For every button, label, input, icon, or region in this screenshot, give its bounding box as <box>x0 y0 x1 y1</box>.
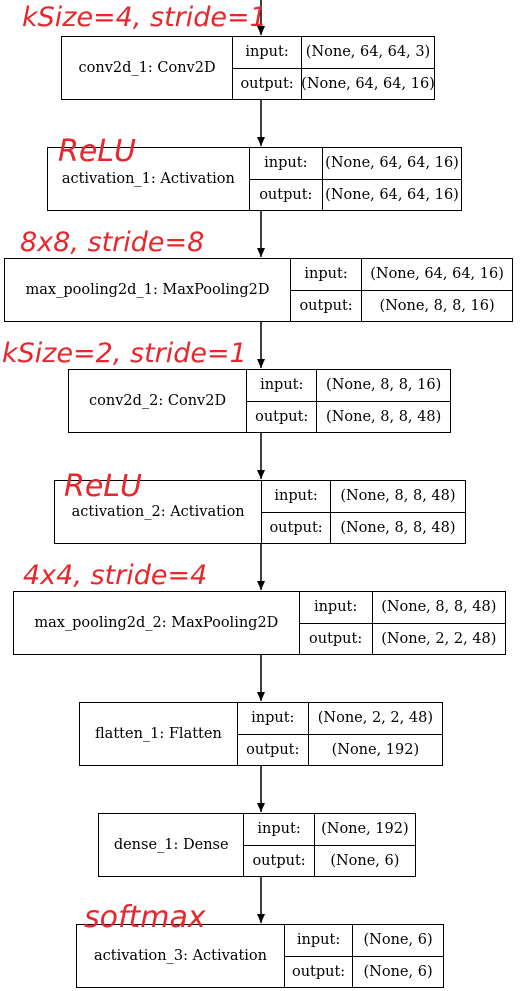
input-shape: (None, 64, 64, 16) <box>362 259 512 291</box>
io-labels: input: output: <box>244 814 315 876</box>
annotation-label: 4x4, stride=4 <box>23 560 208 591</box>
io-shapes: (None, 64, 64, 3) (None, 64, 64, 16) <box>301 37 435 99</box>
input-label: input: <box>247 370 317 402</box>
io-labels: input: output: <box>249 148 323 210</box>
annotation-label: ReLU <box>58 134 136 169</box>
input-shape: (None, 6) <box>353 925 443 957</box>
output-shape: (None, 64, 64, 16) <box>325 186 459 203</box>
io-shapes: (None, 6) (None, 6) <box>353 925 443 987</box>
input-label: input: <box>237 703 308 735</box>
output-label: output: <box>255 408 309 425</box>
input-shape: (None, 8, 8, 48) <box>330 481 465 513</box>
input-shape: (None, 8, 8, 48) <box>372 592 505 624</box>
layer-name: conv2d_1: Conv2D <box>62 37 234 99</box>
input-shape: (None, 192) <box>314 814 415 846</box>
input-label: input: <box>249 148 322 180</box>
io-shapes: (None, 192) (None, 6) <box>314 814 415 876</box>
output-label: output: <box>291 963 346 980</box>
layer-name: max_pooling2d_2: MaxPooling2D <box>14 592 300 654</box>
output-shape: (None, 8, 8, 16) <box>379 297 495 314</box>
io-labels: input: output: <box>285 925 354 987</box>
input-shape: (None, 2, 2, 48) <box>308 703 442 735</box>
input-label: input: <box>262 481 330 513</box>
layer-name: dense_1: Dense <box>99 814 245 876</box>
output-label: output: <box>299 297 353 314</box>
layer-name: activation_3: Activation <box>77 925 286 987</box>
output-label: output: <box>269 519 323 536</box>
io-labels: input: output: <box>233 37 302 99</box>
layer-name: flatten_1: Flatten <box>80 703 238 765</box>
input-label: input: <box>285 925 353 957</box>
io-labels: input: output: <box>247 370 318 432</box>
output-label: output: <box>259 186 313 203</box>
layer-name: activation_1: Activation <box>48 148 250 210</box>
output-label: output: <box>309 630 363 647</box>
layer-name: conv2d_2: Conv2D <box>69 370 248 432</box>
output-label: output: <box>240 75 294 92</box>
annotation-label: ReLU <box>64 469 142 504</box>
input-shape: (None, 64, 64, 3) <box>302 37 434 69</box>
input-label: input: <box>233 37 301 69</box>
io-shapes: (None, 2, 2, 48) (None, 192) <box>308 703 442 765</box>
io-shapes: (None, 8, 8, 48) (None, 2, 2, 48) <box>372 592 505 654</box>
input-shape: (None, 8, 8, 16) <box>317 370 450 402</box>
io-shapes: (None, 64, 64, 16) (None, 64, 64, 16) <box>323 148 462 210</box>
output-shape: (None, 6) <box>330 852 400 869</box>
layer-name: activation_2: Activation <box>55 481 263 543</box>
io-labels: input: output: <box>262 481 331 543</box>
input-label: input: <box>291 259 362 291</box>
input-shape: (None, 64, 64, 16) <box>323 148 462 180</box>
io-shapes: (None, 8, 8, 16) (None, 8, 8, 48) <box>317 370 450 432</box>
annotation-label: softmax <box>84 900 206 935</box>
output-label: output: <box>246 741 300 758</box>
input-label: input: <box>244 814 314 846</box>
output-shape: (None, 192) <box>331 741 420 758</box>
input-label: input: <box>299 592 372 624</box>
annotation-label: kSize=2, stride=1 <box>2 338 247 369</box>
output-shape: (None, 2, 2, 48) <box>381 630 497 647</box>
output-shape: (None, 8, 8, 48) <box>326 408 442 425</box>
annotation-label: 8x8, stride=8 <box>20 227 205 258</box>
io-shapes: (None, 8, 8, 48) (None, 8, 8, 48) <box>330 481 465 543</box>
layer-name: max_pooling2d_1: MaxPooling2D <box>5 259 291 321</box>
output-shape: (None, 8, 8, 48) <box>340 519 456 536</box>
output-shape: (None, 6) <box>363 963 433 980</box>
annotation-label: kSize=4, stride=1 <box>22 2 267 33</box>
output-label: output: <box>252 852 306 869</box>
io-labels: input: output: <box>237 703 309 765</box>
io-labels: input: output: <box>299 592 373 654</box>
io-labels: input: output: <box>291 259 363 321</box>
output-shape: (None, 64, 64, 16) <box>301 75 435 92</box>
io-shapes: (None, 64, 64, 16) (None, 8, 8, 16) <box>362 259 512 321</box>
